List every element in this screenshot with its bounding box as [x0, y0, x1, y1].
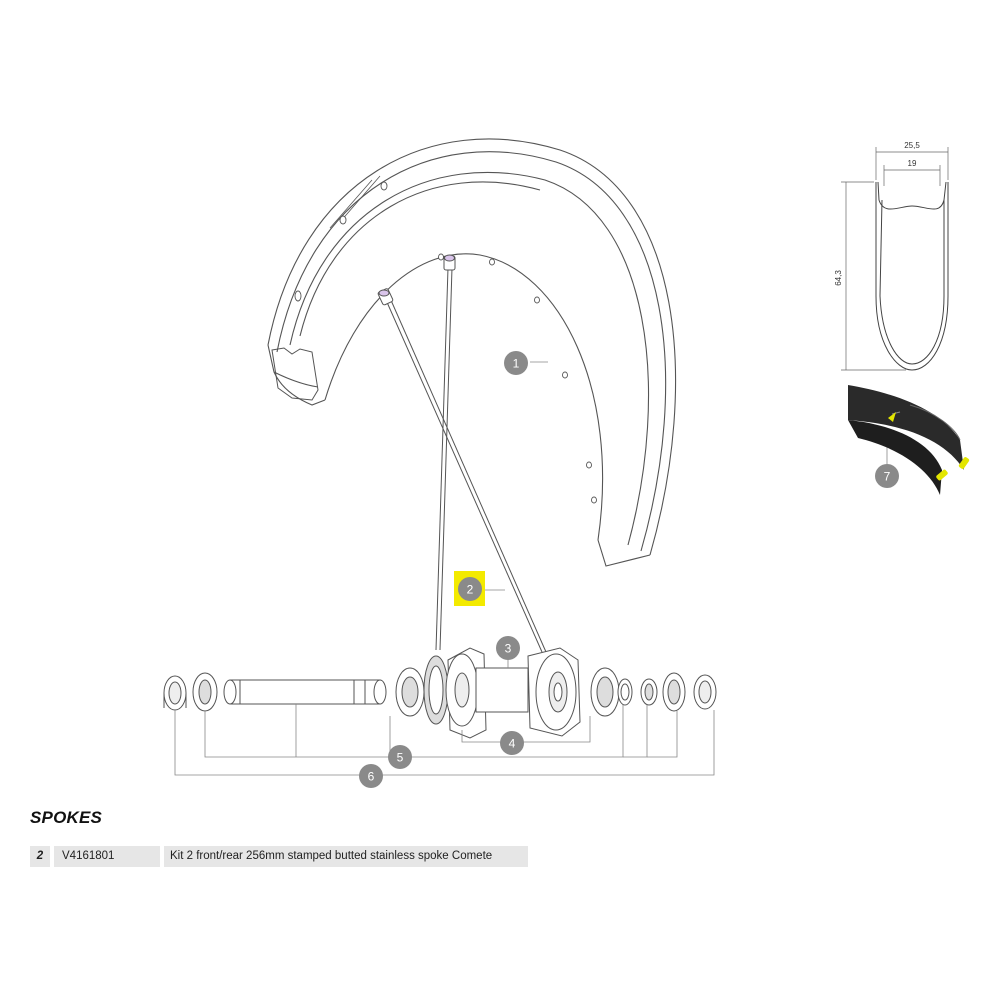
dim-inner-width: 19: [908, 159, 917, 168]
dim-height: 64,3: [834, 270, 843, 286]
callout-2-label: 2: [467, 583, 474, 597]
axle-and-bearings: [163, 667, 717, 717]
callout-2-marker: [458, 577, 482, 601]
dimension-lines: [841, 147, 949, 371]
callout-7-label: 7: [884, 470, 891, 484]
part-reference: V4161801: [54, 846, 160, 867]
callout-2[interactable]: 2: [458, 577, 482, 601]
hub: [423, 647, 581, 739]
callout-1-label: 1: [513, 357, 520, 371]
callout-3-marker: [496, 636, 520, 660]
callout-3-label: 3: [505, 642, 512, 656]
callout-1-marker: [504, 351, 528, 375]
section-title: SPOKES: [30, 808, 103, 827]
part-number: 2: [30, 846, 50, 867]
parts-table-row[interactable]: 2 V4161801 Kit 2 front/rear 256mm stampe…: [30, 846, 530, 867]
rim-profile: [875, 181, 949, 371]
callout-6[interactable]: 6: [359, 764, 383, 788]
tire: [848, 385, 970, 495]
callout-7[interactable]: 7: [875, 464, 899, 488]
callout-5-marker: [388, 745, 412, 769]
callout-5-label: 5: [397, 751, 404, 765]
part-description: Kit 2 front/rear 256mm stamped butted st…: [164, 846, 528, 867]
callout-6-label: 6: [368, 770, 375, 784]
rim-section: [271, 347, 319, 401]
callout-1[interactable]: 1: [504, 351, 528, 375]
callout-4-marker: [500, 731, 524, 755]
rim: [267, 138, 677, 567]
callout-5[interactable]: 5: [388, 745, 412, 769]
callout-4-label: 4: [509, 737, 516, 751]
spokes: [385, 267, 547, 653]
rim-spoke-holes: [294, 181, 597, 504]
callout-6-marker: [359, 764, 383, 788]
callout-3[interactable]: 3: [496, 636, 520, 660]
dim-outer-width: 25,5: [904, 141, 920, 150]
callout-7-marker: [875, 464, 899, 488]
spoke-nipples: [377, 254, 456, 306]
callout-4[interactable]: 4: [500, 731, 524, 755]
